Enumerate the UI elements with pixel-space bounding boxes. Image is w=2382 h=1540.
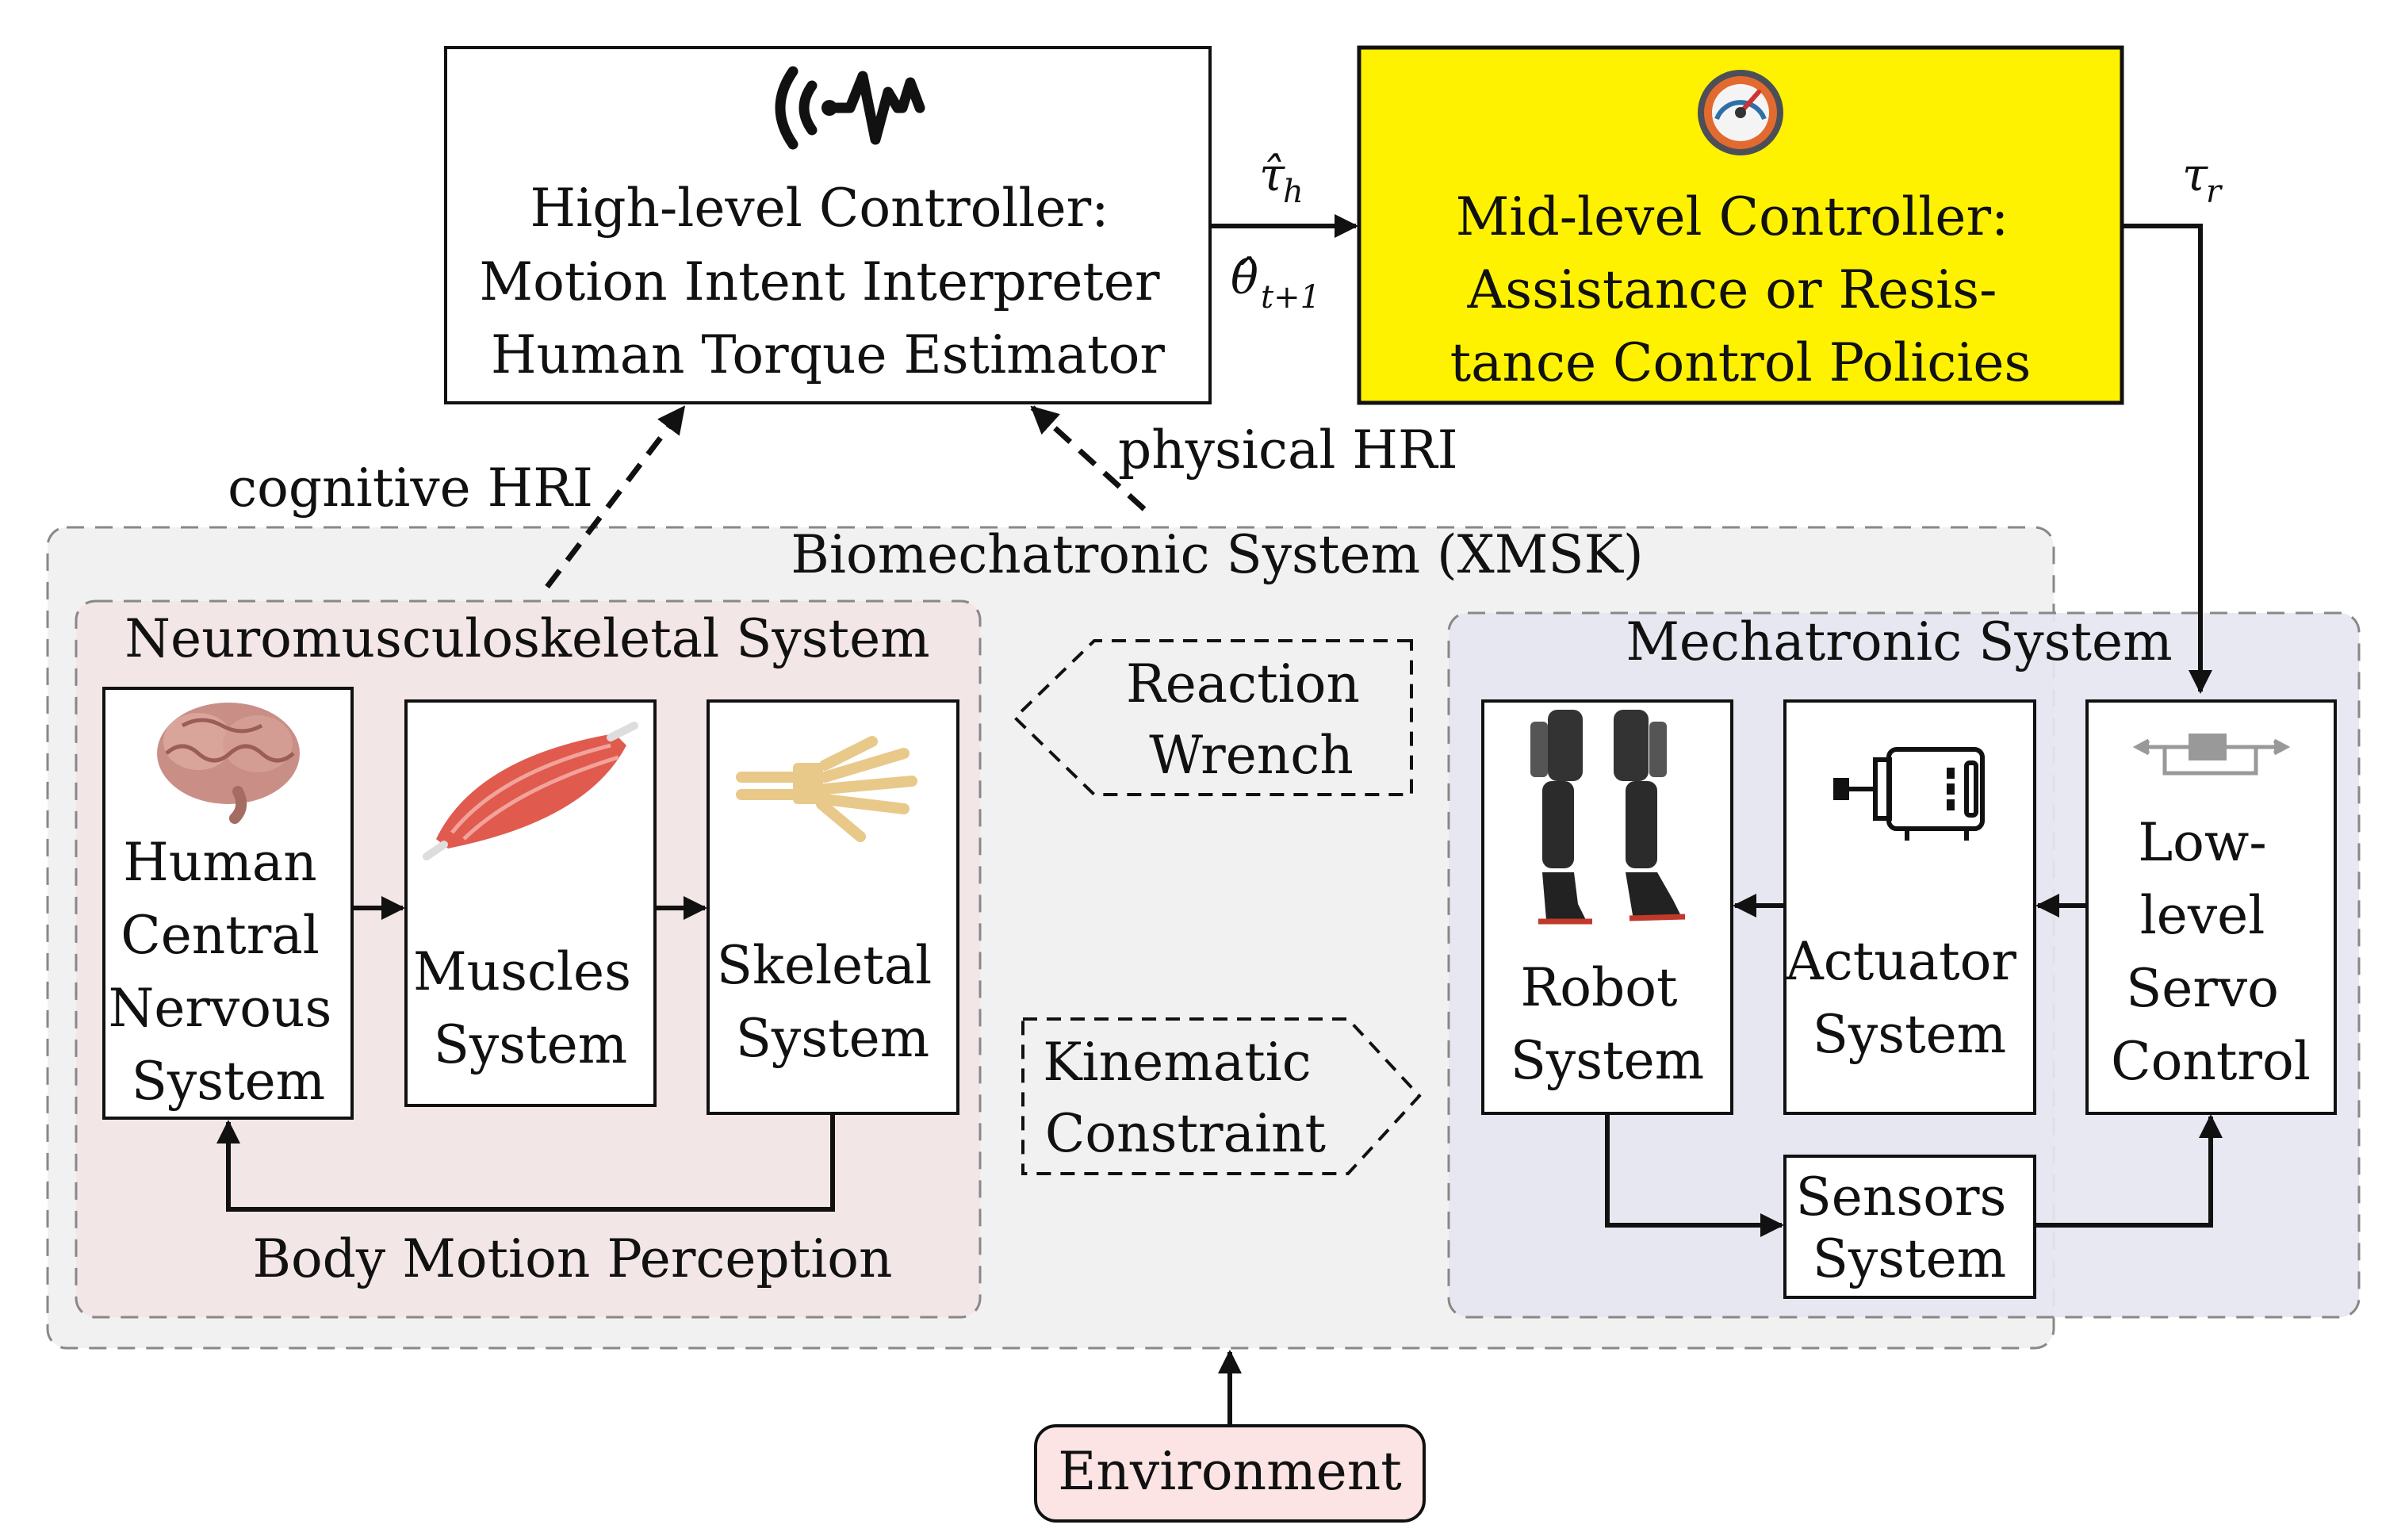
sensors-box bbox=[1783, 1155, 2036, 1299]
servo-text: Low- level Servo Control bbox=[2111, 812, 2311, 1092]
svg-text:h: h bbox=[1283, 174, 1304, 210]
svg-text:r: r bbox=[2206, 174, 2223, 210]
body-motion-perception-label: Body Motion Perception bbox=[252, 1228, 892, 1289]
high-level-line-1: High-level Controller: bbox=[530, 178, 1109, 239]
sensors-to-servo-arrow bbox=[2035, 1114, 2223, 1228]
reaction-wrench-shape bbox=[1013, 639, 1413, 796]
physical-hri-arrow bbox=[1030, 405, 1147, 511]
robot-text: Robot System bbox=[1511, 957, 1705, 1091]
robot-box bbox=[1481, 699, 1733, 1115]
robot-to-sensors-arrow bbox=[1605, 1113, 1784, 1237]
actuator-text: Actuator System bbox=[1785, 931, 2033, 1065]
hand-skeleton-icon bbox=[736, 736, 917, 842]
cognitive-hri-arrow bbox=[545, 405, 686, 589]
muscles-text: Muscles System bbox=[413, 941, 648, 1075]
mid-level-line-3: tance Control Policies bbox=[1450, 332, 2032, 393]
mid-level-line-1: Mid-level Controller: bbox=[1456, 186, 2009, 247]
high-level-line-2: Motion Intent Interpreter bbox=[479, 251, 1159, 312]
high-level-text: High-level Controller: Motion Intent Int… bbox=[479, 178, 1176, 385]
tau-h-label: τ̂ h bbox=[1259, 147, 1304, 210]
exoskeleton-icon bbox=[1530, 710, 1686, 925]
tau-r-label: τ r bbox=[2182, 147, 2223, 210]
kinematic-constraint-text: Kinematic Constraint bbox=[1043, 1032, 1328, 1164]
reaction-wrench-text: Reaction Wrench bbox=[1126, 653, 1377, 786]
control-loop-icon bbox=[2132, 734, 2291, 776]
svg-text:τ̂: τ̂ bbox=[1259, 147, 1285, 201]
mid-to-servo-arrow bbox=[2122, 224, 2212, 694]
xmsk-label: Biomechatronic System (XMSK) bbox=[791, 524, 1643, 585]
high-level-line-3: Human Torque Estimator bbox=[491, 324, 1165, 385]
mid-level-text: Mid-level Controller: Assistance or Resi… bbox=[1450, 186, 2032, 393]
svg-text:τ: τ bbox=[2182, 147, 2208, 201]
cns-text: Human Central Nervous System bbox=[109, 832, 349, 1112]
svg-text:t+1: t+1 bbox=[1261, 279, 1320, 316]
theta-label: θ̂ t+1 bbox=[1231, 251, 1320, 316]
actuator-box bbox=[1783, 699, 2036, 1115]
environment-label: Environment bbox=[1058, 1441, 1402, 1502]
cognitive-hri-label: cognitive HRI bbox=[228, 458, 593, 519]
muscle-icon bbox=[423, 722, 638, 860]
mid-level-line-2: Assistance or Resis- bbox=[1467, 259, 1997, 320]
skeletal-text: Skeletal System bbox=[717, 935, 948, 1069]
svg-text:θ̂: θ̂ bbox=[1231, 251, 1258, 305]
servo-box bbox=[2085, 699, 2337, 1115]
body-motion-feedback-arrow bbox=[216, 1113, 835, 1212]
sensors-text: Sensors System bbox=[1796, 1166, 2024, 1289]
motor-icon bbox=[1833, 747, 1985, 841]
speedometer-icon bbox=[1698, 70, 1783, 155]
signal-waveform-icon bbox=[775, 66, 925, 150]
mechatronic-label: Mechatronic System bbox=[1626, 611, 2172, 672]
brain-icon bbox=[157, 703, 300, 824]
kinematic-constraint-shape bbox=[1021, 1017, 1422, 1175]
physical-hri-label: physical HRI bbox=[1118, 419, 1458, 481]
nms-label: Neuromusculoskeletal System bbox=[124, 608, 929, 669]
